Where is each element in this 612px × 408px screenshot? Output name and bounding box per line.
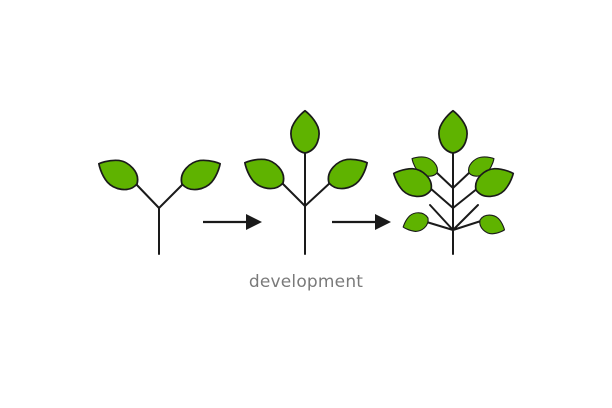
mature-leaf-lower-right	[476, 211, 509, 239]
mature-leaf-top	[438, 109, 468, 154]
mature-leaf-lower-left	[399, 208, 432, 237]
young-plant-leaf-top	[290, 109, 320, 154]
diagram-caption: development	[248, 272, 364, 292]
sprout-stem	[134, 182, 185, 255]
young-plant-stem	[280, 151, 332, 255]
young-plant-leaf-left	[237, 149, 291, 196]
stage-mature-plant	[387, 109, 520, 255]
arrow-2	[332, 214, 391, 230]
stage-young-plant	[237, 109, 375, 255]
young-plant-leaf-right	[321, 149, 375, 196]
sprout-leaf-right	[174, 150, 228, 197]
sprout-leaf-left	[91, 150, 145, 197]
arrow-1	[203, 214, 262, 230]
stage-sprout	[91, 150, 228, 255]
mature-plant-stem	[419, 151, 485, 255]
